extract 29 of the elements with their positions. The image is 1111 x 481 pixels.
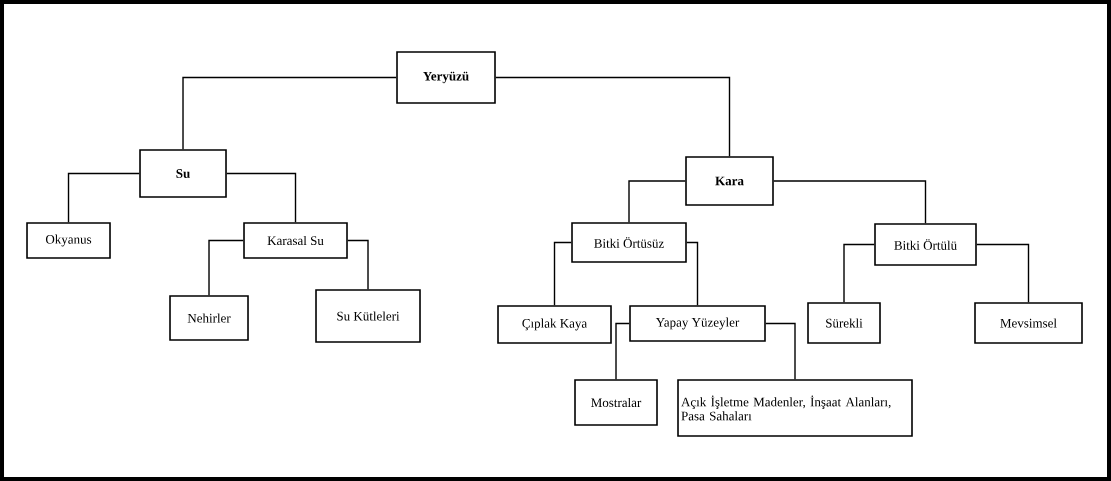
connector: [843, 243, 875, 303]
category-box: Çıplak Kaya: [497, 305, 612, 344]
connector: [347, 239, 369, 290]
category-box: Açık İşletme Madenler, İnşaat Alanları, Pasa Sahaları: [677, 379, 913, 437]
connector: [553, 241, 572, 306]
category-box: Bitki Örtülü: [874, 223, 977, 266]
category-box: Kara: [685, 156, 774, 206]
connector: [686, 241, 699, 306]
connector: [615, 322, 630, 380]
connector: [182, 76, 397, 150]
category-box: Okyanus: [26, 222, 111, 259]
category-box: Mevsimsel: [974, 302, 1083, 344]
connector: [628, 180, 686, 223]
category-box: Sürekli: [807, 302, 881, 344]
category-box: Nehirler: [169, 295, 249, 341]
category-box: Yapay Yüzeyler: [629, 305, 766, 342]
category-box: Karasal Su: [243, 222, 348, 259]
connector: [67, 172, 140, 223]
connector: [773, 180, 927, 224]
category-box: Su Kütleleri: [315, 289, 421, 343]
connector: [765, 322, 796, 380]
connector: [226, 172, 297, 223]
category-box: Su: [139, 149, 227, 198]
connector: [976, 243, 1030, 303]
category-box: Mostralar: [574, 379, 658, 426]
connector: [495, 76, 731, 157]
category-box: Yeryüzü: [396, 51, 496, 104]
category-box: Bitki Örtüsüz: [571, 222, 687, 263]
connector: [208, 239, 244, 296]
